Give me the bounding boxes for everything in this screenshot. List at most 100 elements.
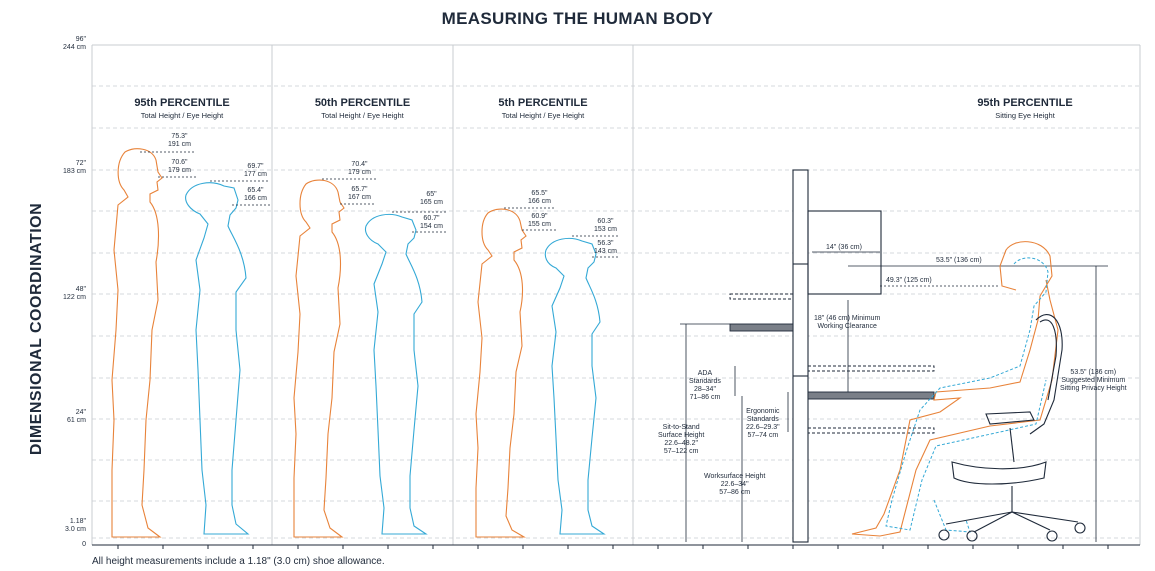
male-figure-50th: [293, 179, 345, 538]
note-ada-standards: ADA Standards 28–34" 71–86 cm: [689, 370, 721, 402]
axis-label-96: 96" 244 cm: [36, 36, 86, 52]
note-line: Suggested Minimum: [1061, 377, 1126, 384]
grid-lines: [92, 85, 1140, 539]
measure-cm: 143 cm: [594, 248, 617, 255]
female-figure-5th: [544, 237, 606, 535]
footnote: All height measurements include a 1.18" …: [92, 556, 385, 567]
column-subtitle: Sitting Eye Height: [995, 111, 1055, 120]
axis-cm: 61 cm: [66, 417, 86, 424]
axis-cm: 183 cm: [63, 168, 86, 175]
column-title: 95th PERCENTILE: [977, 97, 1073, 109]
column-title: 50th PERCENTILE: [314, 97, 411, 109]
measure-50-male-eye: 65.7" 167 cm: [348, 186, 371, 202]
measure-50-male-total: 70.4" 179 cm: [348, 161, 371, 177]
note-line: 22.6–34": [720, 481, 749, 488]
axis-label-zero: 0: [82, 541, 86, 548]
note-shelf-depth: 14" (36 cm): [826, 244, 862, 251]
measure-cm: 166 cm: [244, 195, 267, 202]
column-header-5th: 5th PERCENTILE Total Height / Eye Height: [453, 97, 633, 120]
measure-95-male-eye: 70.6" 179 cm: [168, 159, 191, 175]
column-header-sitting: 95th PERCENTILE Sitting Eye Height: [880, 97, 1155, 120]
column-header-50th: 50th PERCENTILE Total Height / Eye Heigh…: [272, 97, 453, 120]
axis-inch: 96": [75, 36, 86, 43]
note-line: Ergonomic: [746, 408, 780, 415]
desk-surfaces: [729, 293, 935, 434]
note-line: 57–74 cm: [747, 432, 779, 439]
note-line: 28–34": [693, 386, 716, 393]
male-figure-5th: [475, 208, 527, 538]
measure-inch: 70.4": [351, 161, 368, 168]
measure-cm: 154 cm: [420, 223, 443, 230]
measure-cm: 166 cm: [528, 198, 551, 205]
male-figure-95th: [111, 148, 163, 538]
measure-95-female-total: 69.7" 177 cm: [244, 163, 267, 179]
note-working-clearance: 18" (46 cm) Minimum Working Clearance: [814, 315, 880, 331]
measure-inch: 56.3": [597, 240, 614, 247]
measure-cm: 179 cm: [168, 167, 191, 174]
axis-cm: 122 cm: [63, 294, 86, 301]
measure-50-female-total: 65" 165 cm: [420, 191, 443, 207]
measure-5-male-eye: 60.9" 155 cm: [528, 213, 551, 229]
note-line: 22.6–48.2": [664, 440, 698, 447]
measure-5-female-eye: 56.3" 143 cm: [594, 240, 617, 256]
axis-inch: 1.18": [69, 518, 86, 525]
axis-cm: 3.0 cm: [64, 526, 86, 533]
measure-inch: 65.4": [247, 187, 264, 194]
measure-inch: 60.7": [423, 215, 440, 222]
measure-5-male-total: 65.5" 166 cm: [528, 190, 551, 206]
note-line: 22.6–29.3": [746, 424, 780, 431]
column-title: 5th PERCENTILE: [498, 97, 588, 109]
note-line: 71–86 cm: [689, 394, 721, 401]
note-line: Sit-to-Stand: [662, 424, 700, 431]
measure-inch: 65.5": [531, 190, 548, 197]
measure-50-female-eye: 60.7" 154 cm: [420, 215, 443, 231]
seated-figure-outline: [851, 241, 1059, 537]
axis-label-shoe: 1.18" 3.0 cm: [36, 518, 86, 534]
measure-inch: 70.6": [171, 159, 188, 166]
column-subtitle: Total Height / Eye Height: [321, 111, 404, 120]
note-line: Worksurface Height: [704, 473, 766, 480]
measure-inch: 60.3": [597, 218, 614, 225]
desk-panel: [792, 169, 882, 543]
measure-inch: 75.3": [171, 133, 188, 140]
note-line: ADA: [697, 370, 713, 377]
female-figure-95th: [185, 182, 250, 535]
axis-inch: 72": [75, 160, 86, 167]
height-markers: [140, 151, 620, 258]
office-chair: [938, 314, 1086, 542]
axis-label-72: 72" 183 cm: [36, 160, 86, 176]
note-line: Standards: [746, 416, 779, 423]
measure-inch: 65.7": [351, 186, 368, 193]
note-line: Working Clearance: [817, 323, 877, 330]
note-line: 18" (46 cm) Minimum: [814, 315, 881, 322]
note-sitting-eye-top: 53.5" (136 cm): [936, 257, 982, 264]
axis-cm: 244 cm: [63, 44, 86, 51]
note-sit-to-stand: Sit-to-Stand Surface Height 22.6–48.2" 5…: [658, 424, 704, 456]
note-privacy-height: 53.5" (136 cm) Suggested Minimum Sitting…: [1060, 369, 1127, 393]
column-header-95th: 95th PERCENTILE Total Height / Eye Heigh…: [92, 97, 272, 120]
column-subtitle: Total Height / Eye Height: [501, 111, 585, 120]
measure-95-female-eye: 65.4" 166 cm: [244, 187, 267, 203]
measure-cm: 153 cm: [594, 226, 617, 233]
column-title: 95th PERCENTILE: [134, 97, 230, 109]
note-line: Sitting Privacy Height: [1060, 385, 1127, 392]
female-figure-50th: [364, 213, 428, 535]
seated-figure-alt: [885, 257, 1049, 533]
note-line: 57–86 cm: [719, 489, 751, 496]
note-worksurface-height: Worksurface Height 22.6–34" 57–86 cm: [704, 473, 765, 497]
measure-cm: 155 cm: [528, 221, 551, 228]
frame: [91, 44, 1141, 545]
note-line: Surface Height: [658, 432, 705, 439]
measure-inch: 65": [426, 191, 437, 198]
measure-cm: 191 cm: [168, 141, 191, 148]
measure-cm: 167 cm: [348, 194, 371, 201]
desk-dimension-lines: [680, 251, 1108, 542]
axis-inch: 48": [75, 286, 86, 293]
column-subtitle: Total Height / Eye Height: [140, 111, 224, 120]
measure-inch: 60.9": [531, 213, 548, 220]
note-ergonomic-standards: Ergonomic Standards 22.6–29.3" 57–74 cm: [746, 408, 780, 440]
measure-cm: 165 cm: [420, 199, 443, 206]
note-line: 57–122 cm: [663, 448, 699, 455]
note-line: 53.5" (136 cm): [1070, 369, 1117, 376]
